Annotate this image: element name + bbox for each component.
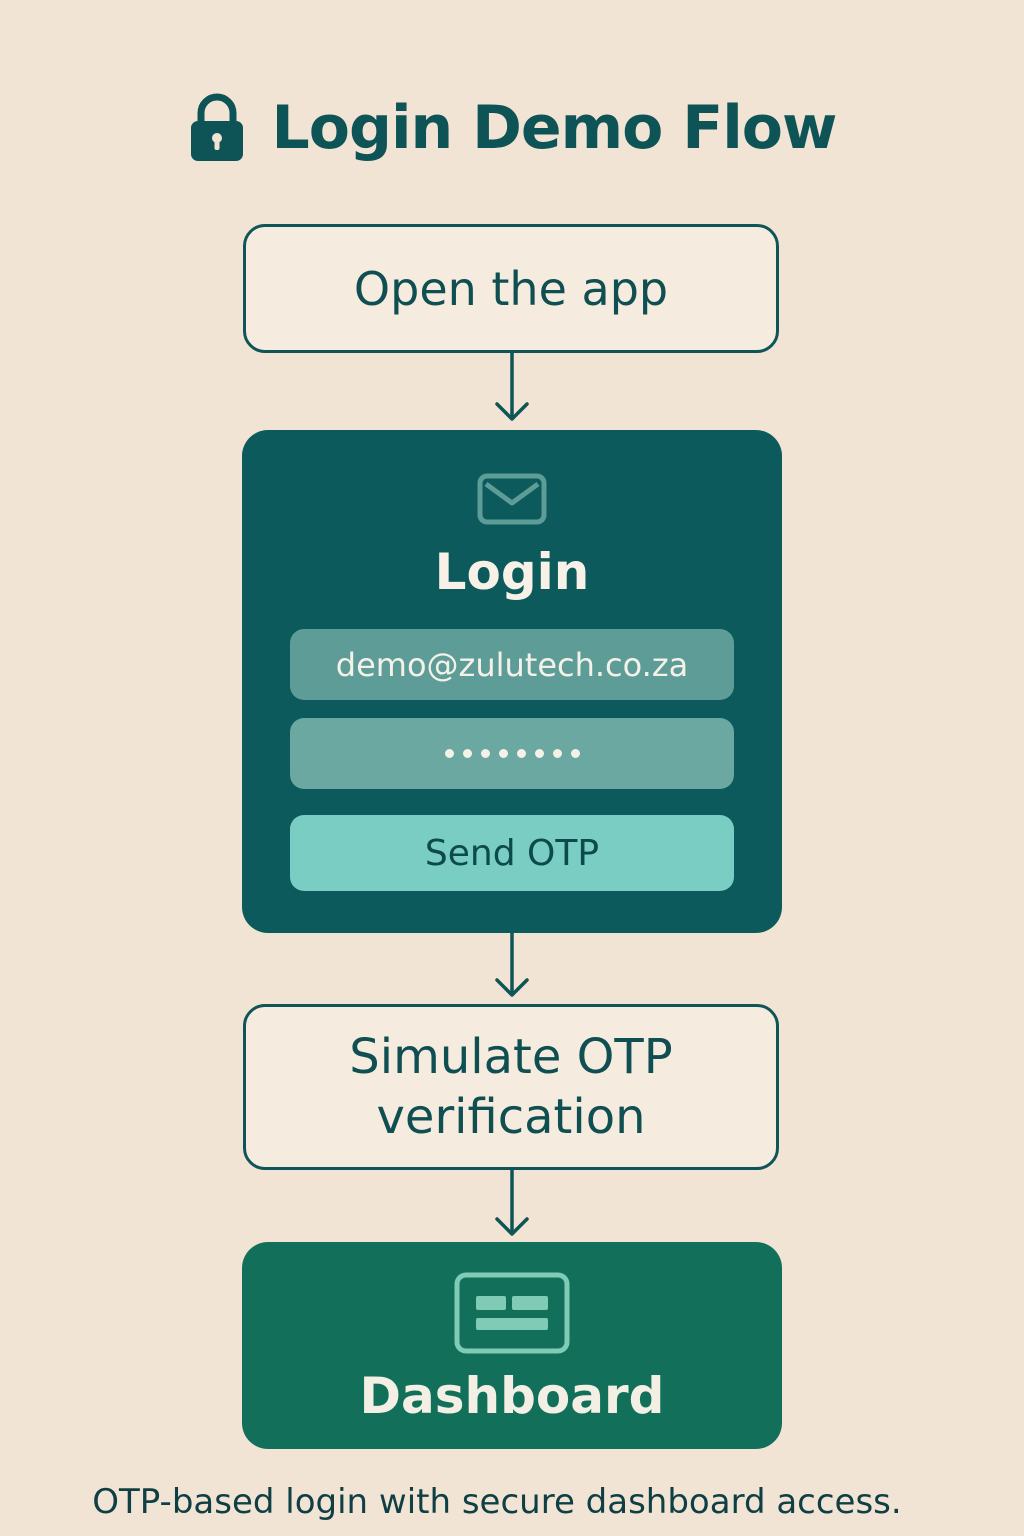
password-dot [552, 749, 562, 758]
dashboard-card: Dashboard [242, 1242, 782, 1449]
arrow-down-icon [495, 353, 529, 421]
footer-caption: OTP-based login with secure dashboard ac… [92, 1482, 902, 1522]
email-field[interactable]: demo@zulutech.co.za [290, 629, 734, 700]
step-open-app: Open the app [243, 224, 779, 353]
password-dot [498, 749, 508, 758]
password-field[interactable] [290, 718, 734, 789]
login-title: Login [434, 543, 590, 601]
password-dot [480, 749, 490, 758]
password-dot [462, 749, 472, 758]
send-otp-button[interactable]: Send OTP [290, 815, 734, 891]
arrow-down-icon [495, 1170, 529, 1236]
password-dot [516, 749, 526, 758]
password-mask [444, 749, 580, 758]
dashboard-title: Dashboard [359, 1367, 665, 1425]
password-dot [444, 749, 454, 758]
password-dot [570, 749, 580, 758]
lock-icon [190, 93, 243, 161]
arrow-down-icon [495, 933, 529, 997]
dashboard-icon [454, 1272, 570, 1354]
page-title: Login Demo Flow [271, 93, 838, 163]
mail-icon [477, 473, 547, 525]
step-simulate-otp: Simulate OTP verification [243, 1004, 779, 1170]
login-card: Login demo@zulutech.co.za Send OTP [242, 430, 782, 933]
diagram-title: Login Demo Flow [0, 88, 1024, 168]
password-dot [534, 749, 544, 758]
